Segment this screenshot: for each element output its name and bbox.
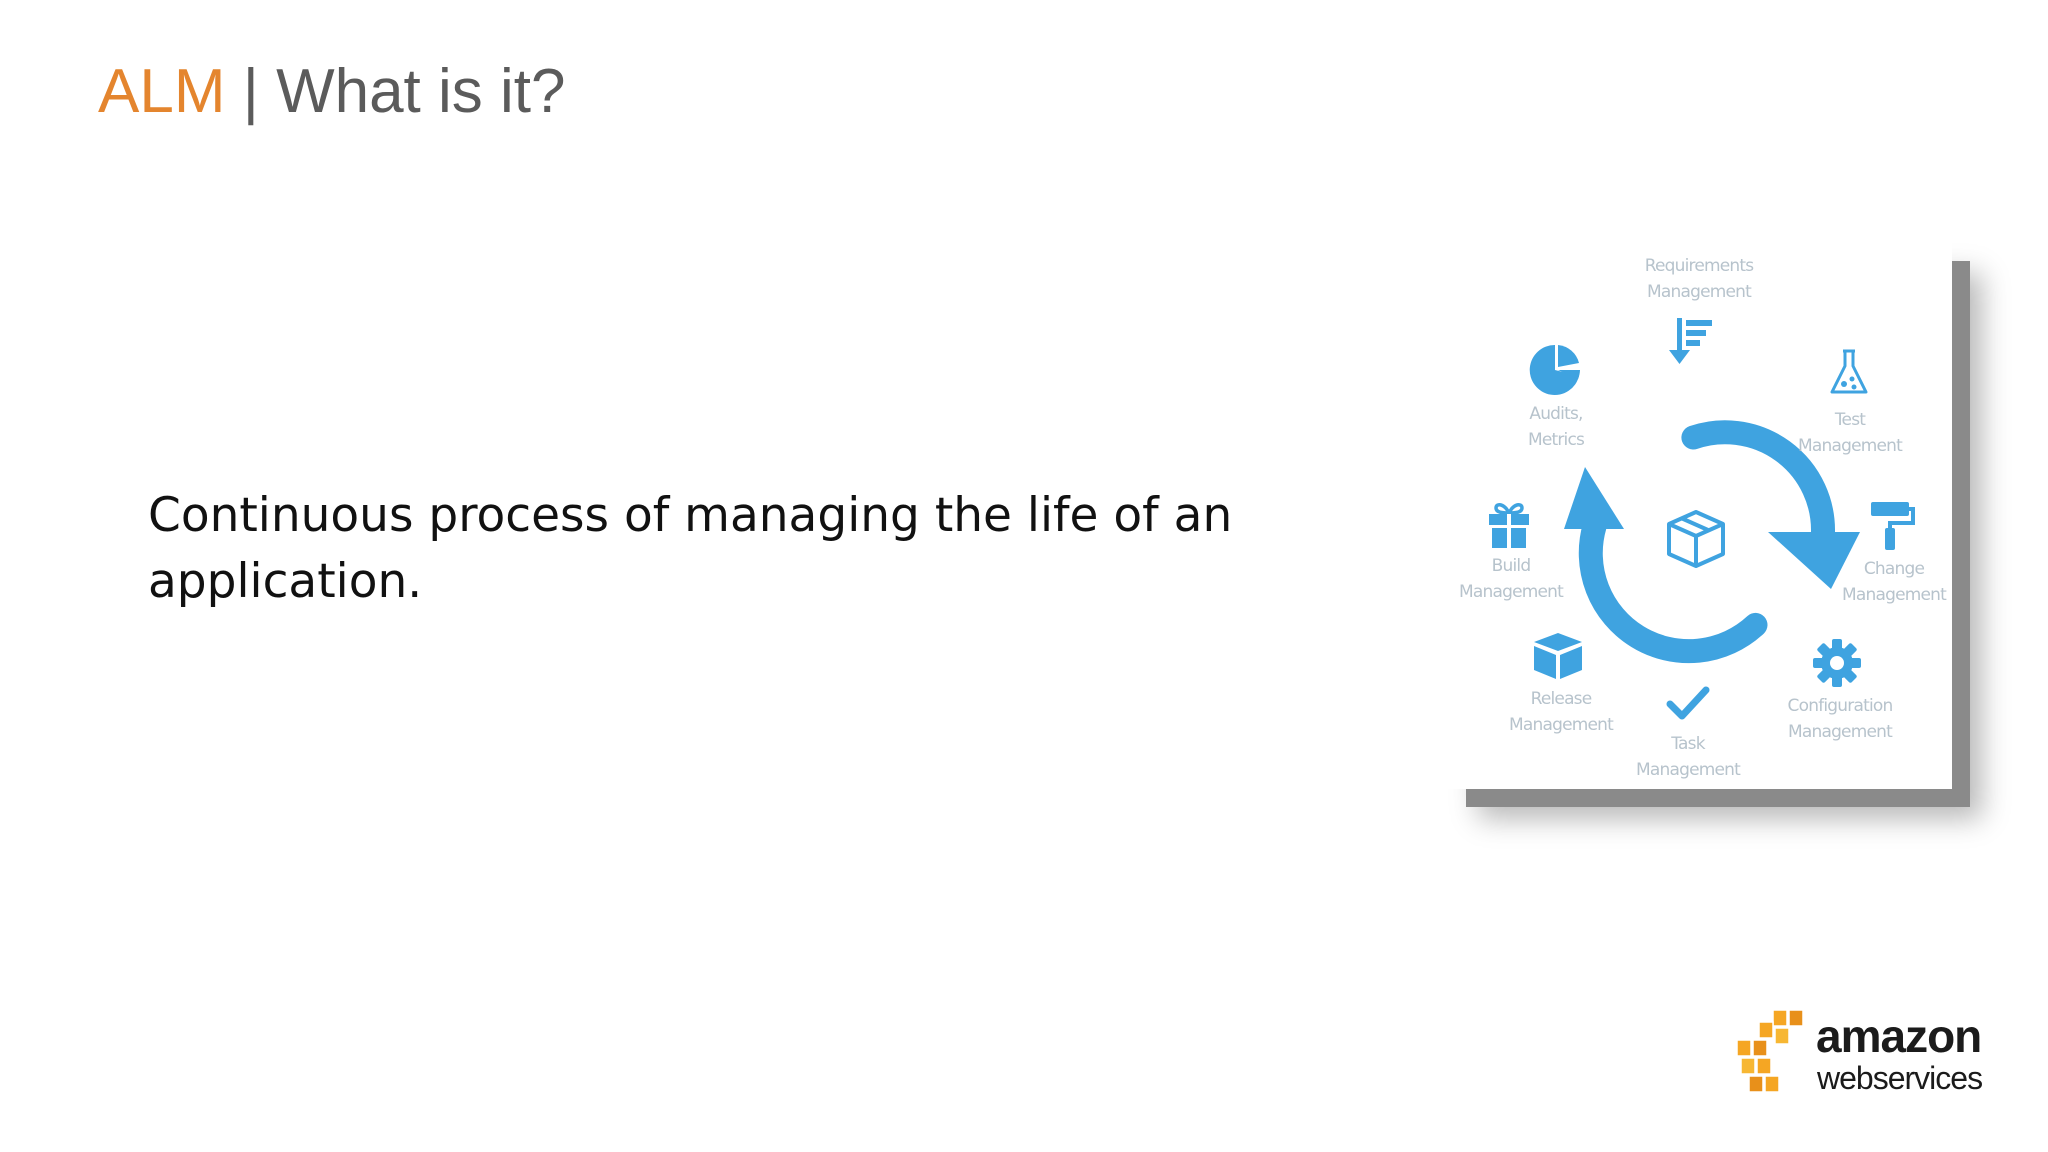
paint-roller-icon [1871, 502, 1915, 550]
title-text: What is it? [276, 57, 566, 126]
cycle-arrow-right [1681, 420, 1836, 544]
aws-logo-word-webservices: webservices [1817, 1060, 1983, 1096]
body-text: Continuous process of managing the life … [148, 488, 1233, 609]
cycle-arrowhead-left [1564, 467, 1624, 529]
pie-chart-icon [1529, 344, 1580, 395]
cycle-arrow-left [1578, 514, 1768, 664]
checkmark-icon [1666, 686, 1710, 720]
cycle-arrows [1564, 420, 1860, 664]
slide-title: ALM | What is it? [98, 52, 565, 132]
stage-label-task: Task Management [1636, 734, 1741, 780]
aws-cubes-icon [1737, 1009, 1804, 1093]
stage-label-change: Change Management [1842, 559, 1947, 605]
gift-icon [1489, 503, 1529, 548]
aws-logo: amazon webservices [1737, 1008, 1997, 1110]
stage-label-requirements: Requirements Management [1644, 256, 1754, 302]
cycle-arrowhead-right [1768, 532, 1860, 589]
requirements-icon [1669, 318, 1712, 364]
stage-label-release: Release Management [1509, 689, 1614, 735]
title-separator: | [242, 57, 259, 126]
package-cube-icon [1667, 510, 1725, 568]
alm-cycle-diagram: Requirements Management Test Management … [1448, 243, 1952, 789]
stage-label-test: Test Management [1798, 410, 1903, 456]
stage-label-build: Build Management [1459, 556, 1564, 602]
stage-label-configuration: Configuration Management [1787, 696, 1894, 742]
box-icon [1534, 633, 1582, 679]
title-accent: ALM [98, 57, 226, 126]
aws-logo-word-amazon: amazon [1816, 1010, 1982, 1062]
stage-label-audits: Audits, Metrics [1527, 404, 1585, 450]
gear-icon [1813, 639, 1861, 687]
flask-icon [1830, 349, 1868, 394]
